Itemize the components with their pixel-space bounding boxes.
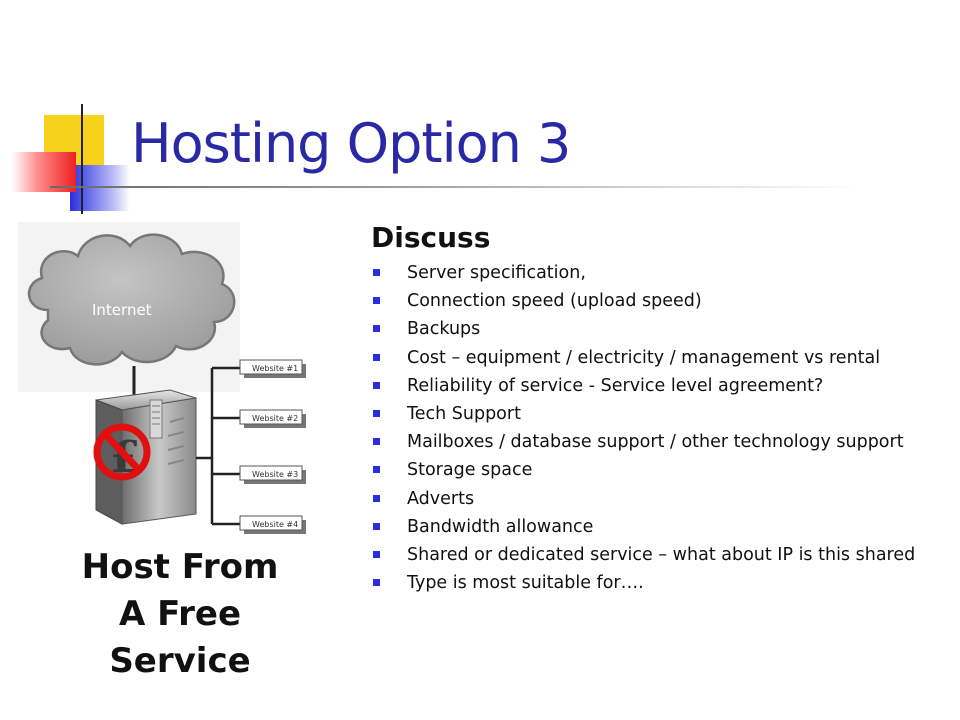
list-item-text: Backups (407, 319, 481, 340)
list-item: Server specification, (371, 259, 915, 287)
title-underline (50, 186, 860, 188)
list-item: Backups (371, 315, 915, 343)
decor-red-block (12, 152, 76, 192)
internet-cloud-icon (27, 233, 236, 366)
cloud-label: Internet (92, 301, 152, 319)
list-item-text: Server specification, (407, 263, 586, 283)
website-label: Website #1 (252, 364, 298, 373)
prohibited-icon (93, 423, 151, 481)
bullet-icon (373, 353, 380, 361)
website-box (239, 409, 306, 428)
caption-line: Service (109, 641, 251, 681)
list-item: Bandwidth allowance (371, 513, 915, 541)
bullet-icon (373, 550, 380, 558)
website-box (239, 359, 306, 378)
bullet-icon (373, 297, 380, 305)
list-item-text: Tech Support (407, 403, 521, 424)
bullet-icon (373, 579, 380, 587)
bullet-icon (373, 381, 380, 389)
bullet-icon (373, 438, 380, 446)
bullet-icon (373, 522, 380, 530)
caption-line: A Free (118, 594, 242, 634)
website-box (239, 515, 306, 534)
list-item-text: Shared or dedicated service – what about… (407, 544, 916, 565)
list-item-text: Type is most suitable for…. (407, 573, 644, 594)
list-item: Mailboxes / database support / other tec… (371, 428, 915, 456)
list-item-text: Adverts (407, 488, 475, 509)
bullet-icon (373, 325, 380, 333)
list-item: Shared or dedicated service – what about… (371, 541, 915, 569)
website-label: Website #3 (252, 470, 298, 479)
list-item-text: Cost – equipment / electricity / managem… (407, 347, 881, 368)
list-item: Storage space (371, 456, 915, 484)
bullet-list: Server specification, Connection speed (… (371, 259, 915, 597)
list-item: Tech Support (371, 400, 915, 428)
list-item: Cost – equipment / electricity / managem… (371, 344, 915, 372)
bullet-icon (373, 494, 380, 502)
bullet-icon (373, 269, 380, 276)
bullet-icon (373, 466, 380, 474)
diagram-caption: Host From A Free Service (50, 544, 310, 685)
website-label: Website #4 (252, 520, 298, 529)
bullet-icon (373, 409, 380, 417)
website-label: Website #2 (252, 414, 298, 423)
hosting-diagram: Internet £ (18, 222, 340, 540)
decor-blue-block (70, 165, 130, 211)
list-item: Adverts (371, 485, 915, 513)
website-box (239, 465, 306, 484)
list-item: Type is most suitable for…. (371, 569, 915, 597)
list-item: Reliability of service - Service level a… (371, 372, 915, 400)
section-heading: Discuss (371, 221, 491, 254)
list-item-text: Storage space (407, 460, 533, 481)
list-item: Connection speed (upload speed) (371, 287, 915, 315)
list-item-text: Connection speed (upload speed) (407, 291, 702, 312)
list-item-text: Bandwidth allowance (407, 516, 594, 537)
list-item-text: Mailboxes / database support / other tec… (407, 432, 904, 453)
list-item-text: Reliability of service - Service level a… (407, 375, 824, 396)
caption-line: Host From (81, 547, 279, 587)
slide-title: Hosting Option 3 (131, 112, 571, 175)
decor-vertical-line (81, 104, 83, 214)
